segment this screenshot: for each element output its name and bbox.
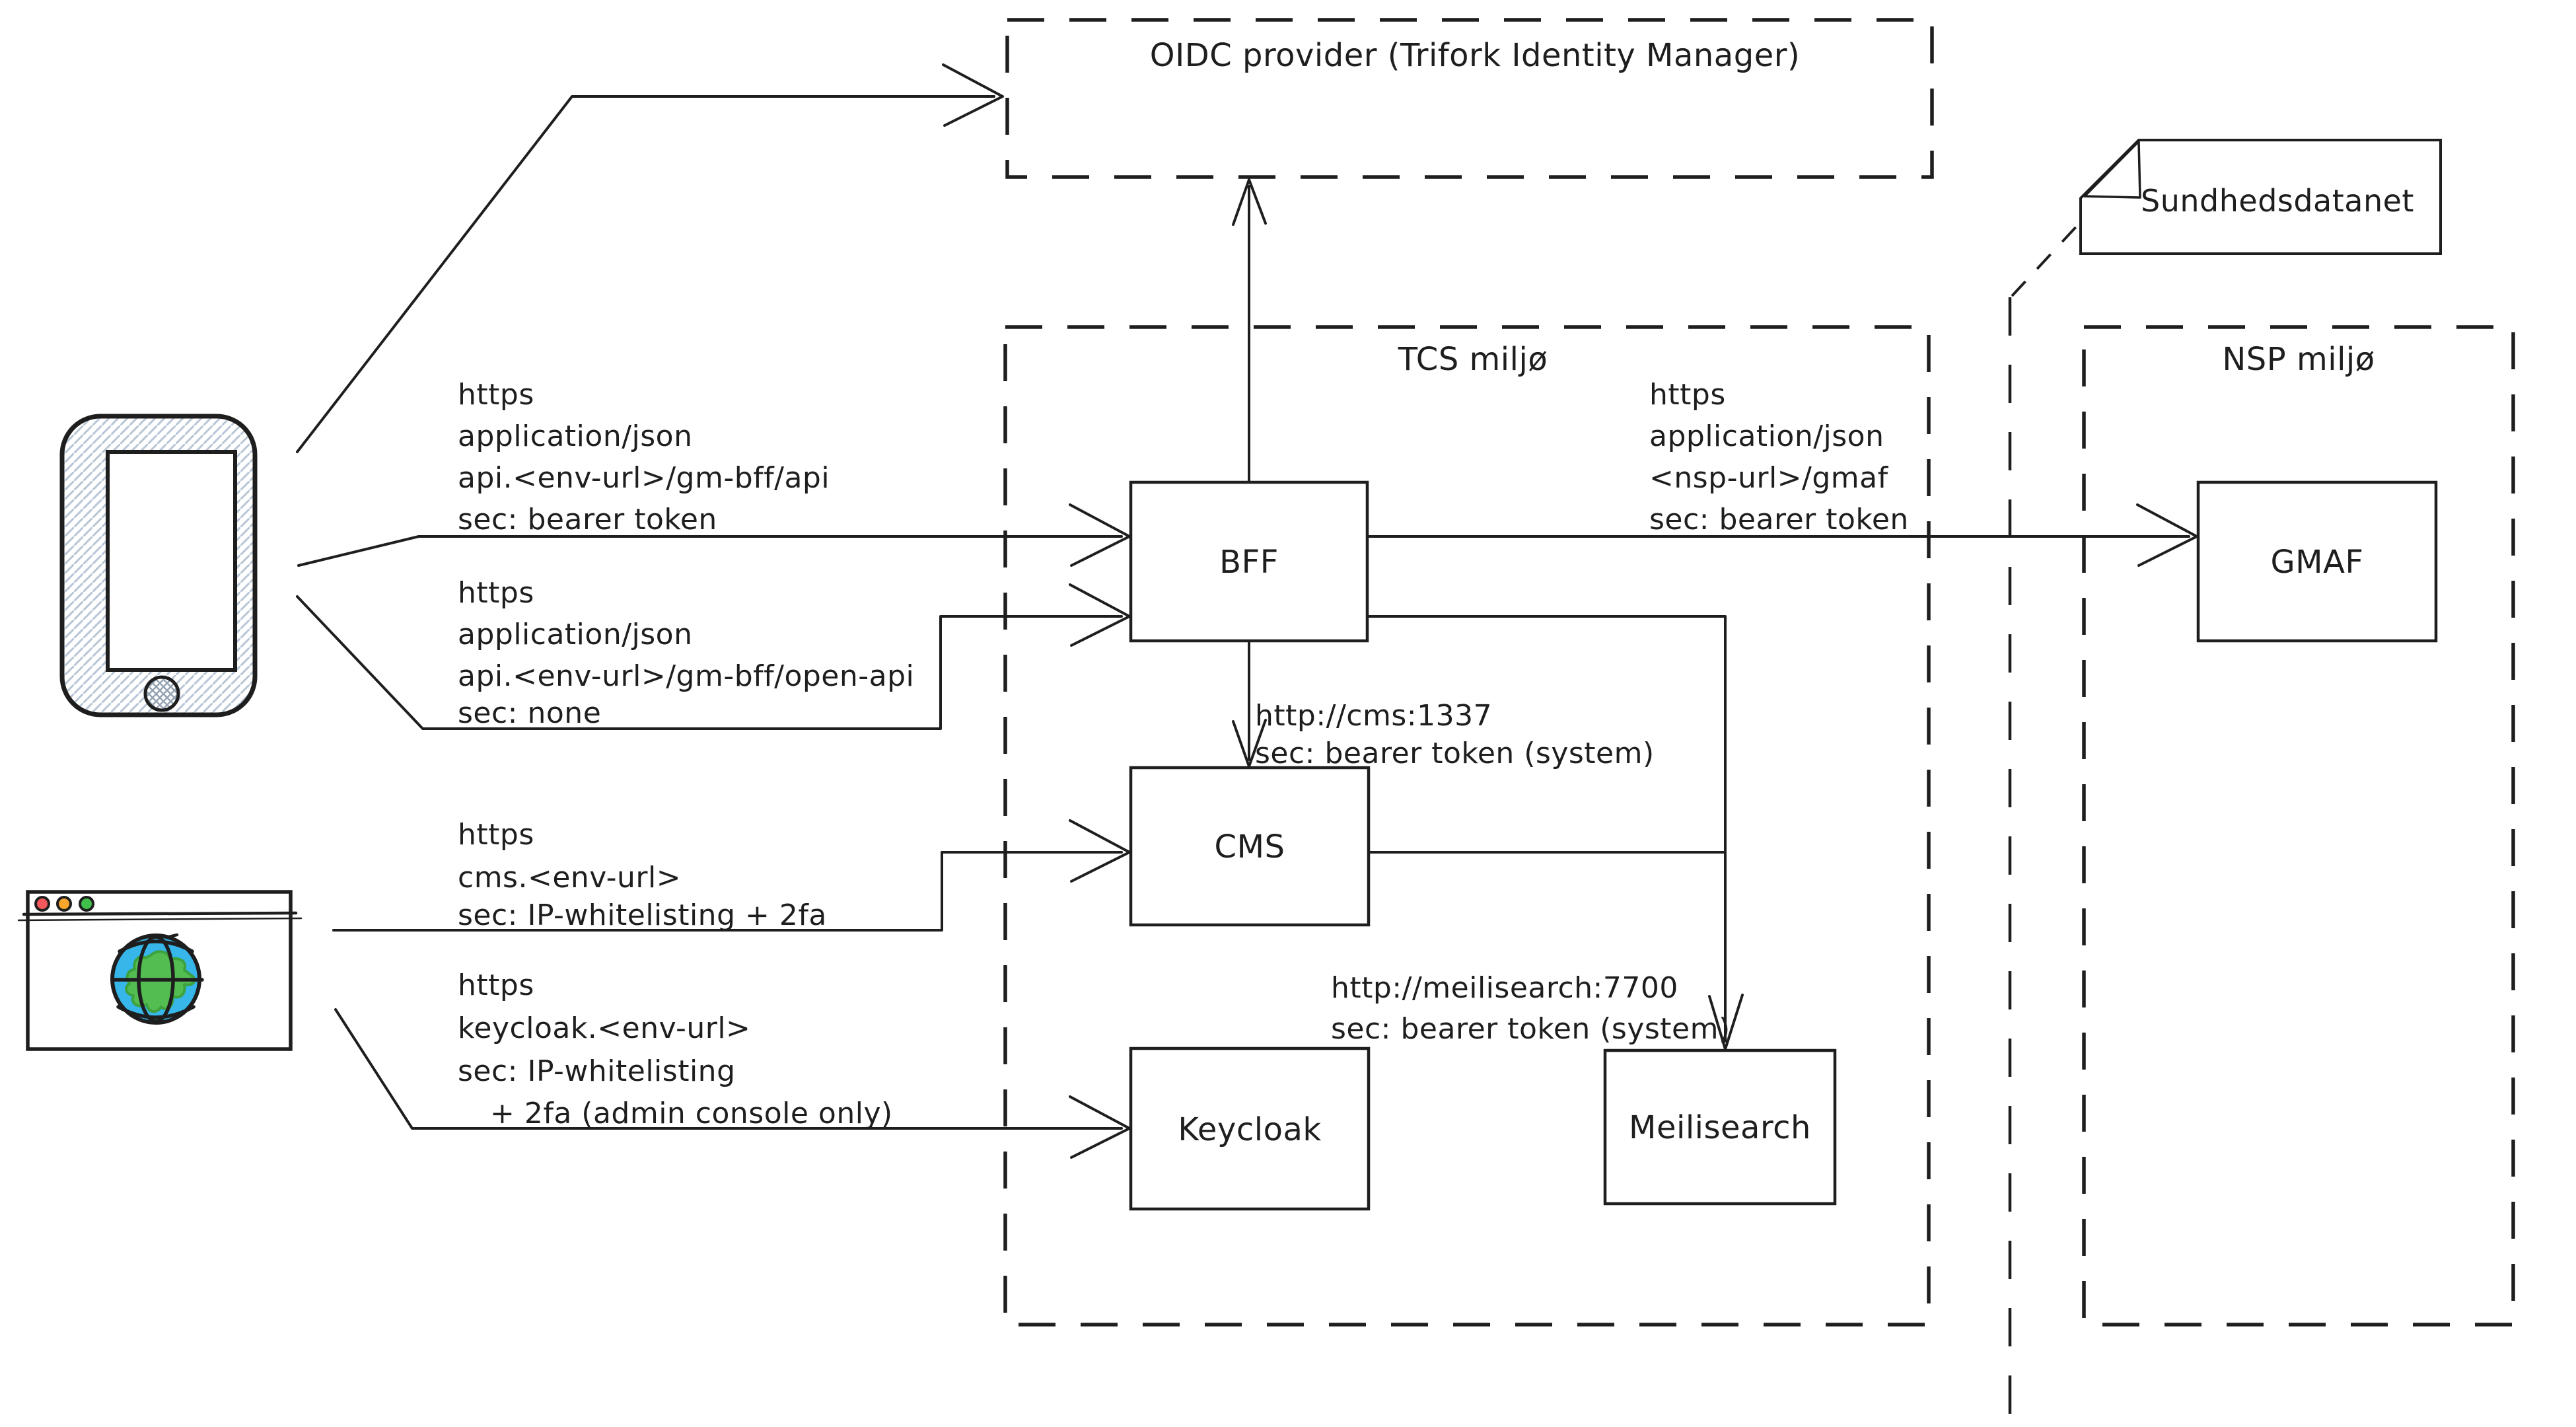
edge-label-line: sec: bearer token (458, 503, 717, 536)
note-connector-line (2011, 221, 2082, 297)
meilisearch-label: Meilisearch (1629, 1109, 1811, 1146)
node-gmaf: GMAF (2196, 480, 2438, 643)
keycloak-box (1129, 1046, 1371, 1211)
cms-box (1129, 766, 1371, 927)
edge-app-to-bff-api (297, 535, 1123, 567)
arrowhead-oidc (942, 63, 1004, 127)
sundhedsdatanet-boundary: Sundhedsdatanet (2008, 139, 2442, 1424)
edge-label-browser-cms: https cms.<env-url> sec: IP-whitelisting… (458, 818, 827, 932)
edge-label-line: application/json (458, 618, 693, 651)
edge-label-line: sec: bearer token (1649, 503, 1909, 536)
nsp-zone-border (2082, 325, 2515, 1327)
edge-label-bff-cms: http://cms:1337 sec: bearer token (syste… (1255, 699, 1655, 770)
edge-label-line: https (1649, 378, 1726, 412)
edge-label-line: cms.<env-url> (458, 861, 681, 895)
keycloak-label: Keycloak (1178, 1111, 1321, 1148)
globe-latitude-north (118, 939, 194, 953)
edge-label-bff-gmaf: https application/json <nsp-url>/gmaf se… (1649, 378, 1909, 536)
edge-label-line: http://meilisearch:7700 (1331, 971, 1678, 1005)
edge-label-line: https (458, 378, 534, 412)
zone-nsp: NSP miljø (2082, 325, 2515, 1327)
edge-label-line: application/json (1649, 420, 1884, 453)
edge-label-line: + 2fa (admin console only) (490, 1097, 893, 1130)
edge-label-line: http://cms:1337 (1255, 699, 1492, 733)
minimize-dot-icon (56, 896, 72, 912)
edge-app-to-oidc (296, 95, 995, 453)
oidc-zone-border (1005, 18, 1934, 179)
zone-oidc-provider: OIDC provider (Trifork Identity Manager) (1005, 18, 1934, 179)
browser-toolbar-divider-sketch (17, 917, 303, 922)
smartphone-home-button (143, 675, 180, 712)
arrowhead-keycloak (1069, 1095, 1131, 1159)
browser-toolbar-divider (22, 911, 298, 916)
edge-label-line: keycloak.<env-url> (458, 1011, 750, 1045)
nsp-zone-title: NSP miljø (2222, 341, 2375, 378)
oidc-zone-title: OIDC provider (Trifork Identity Manager) (1150, 37, 1800, 74)
edge-label-browser-keycloak: https keycloak.<env-url> sec: IP-whiteli… (458, 969, 893, 1130)
arrowhead-meilisearch (1708, 994, 1744, 1050)
edge-label-line: sec: bearer token (system) (1331, 1012, 1731, 1046)
edge-label-line: https (458, 969, 534, 1002)
edge-label-line: <nsp-url>/gmaf (1649, 461, 1889, 495)
arrowhead-bff-open-api (1069, 583, 1131, 647)
node-keycloak: Keycloak (1129, 1046, 1371, 1211)
gmaf-box (2196, 480, 2438, 643)
edge-bff-to-meilisearch (1367, 615, 1727, 1043)
edge-label-line: api.<env-url>/gm-bff/open-api (458, 659, 914, 693)
edge-browser-to-cms (332, 851, 1123, 932)
edges (296, 63, 2198, 1159)
arrowhead-bff-api (1069, 503, 1131, 567)
folded-corner-icon (2083, 140, 2141, 199)
cms-label: CMS (1215, 828, 1285, 865)
node-bff: BFF (1129, 480, 1369, 643)
note-sundhedsdatanet: Sundhedsdatanet (2079, 139, 2442, 255)
globe-latitude-south (116, 1005, 196, 1019)
bff-label: BFF (1219, 544, 1279, 581)
smartphone-screen (106, 450, 237, 672)
edge-label-line: https (458, 818, 534, 852)
note-label: Sundhedsdatanet (2141, 183, 2414, 219)
note-shape (2079, 139, 2442, 255)
tcs-zone-title: TCS miljø (1398, 341, 1548, 378)
edge-label-line: application/json (458, 420, 693, 453)
edge-label-bff-meilisearch: http://meilisearch:7700 sec: bearer toke… (1331, 971, 1731, 1046)
arrowhead-cms-down (1232, 719, 1267, 768)
globe-icon (110, 933, 204, 1025)
edge-label-line: api.<env-url>/gm-bff/api (458, 461, 830, 495)
edge-label-bff-api: https application/json api.<env-url>/gm-… (458, 378, 830, 536)
edge-label-bff-open-api: https application/json api.<env-url>/gm-… (458, 576, 914, 730)
arrowhead-gmaf (2136, 503, 2198, 567)
maximize-dot-icon (79, 896, 94, 912)
node-cms: CMS (1129, 766, 1371, 927)
edge-label-line: sec: IP-whitelisting + 2fa (458, 898, 827, 932)
arrowhead-oidc-up (1232, 178, 1267, 226)
edge-label-line: sec: none (458, 696, 601, 730)
tcs-zone-border (1003, 325, 1931, 1327)
meilisearch-box (1603, 1048, 1837, 1206)
browser-window-icon (17, 890, 303, 1051)
close-dot-icon (34, 896, 50, 912)
edge-label-line: sec: IP-whitelisting (458, 1054, 736, 1088)
bff-box (1129, 480, 1369, 643)
arrowhead-cms (1069, 819, 1131, 883)
globe-pole-tick (164, 933, 179, 939)
edge-label-line: https (458, 576, 534, 610)
gmaf-label: GMAF (2270, 544, 2363, 581)
node-meilisearch: Meilisearch (1603, 1048, 1837, 1206)
smartphone-icon (59, 414, 258, 717)
zone-tcs: TCS miljø (1003, 325, 1931, 1327)
edge-browser-to-keycloak (334, 1008, 1123, 1130)
edge-app-to-bff-open-api (296, 595, 1123, 730)
edge-label-line: sec: bearer token (system) (1255, 737, 1655, 770)
